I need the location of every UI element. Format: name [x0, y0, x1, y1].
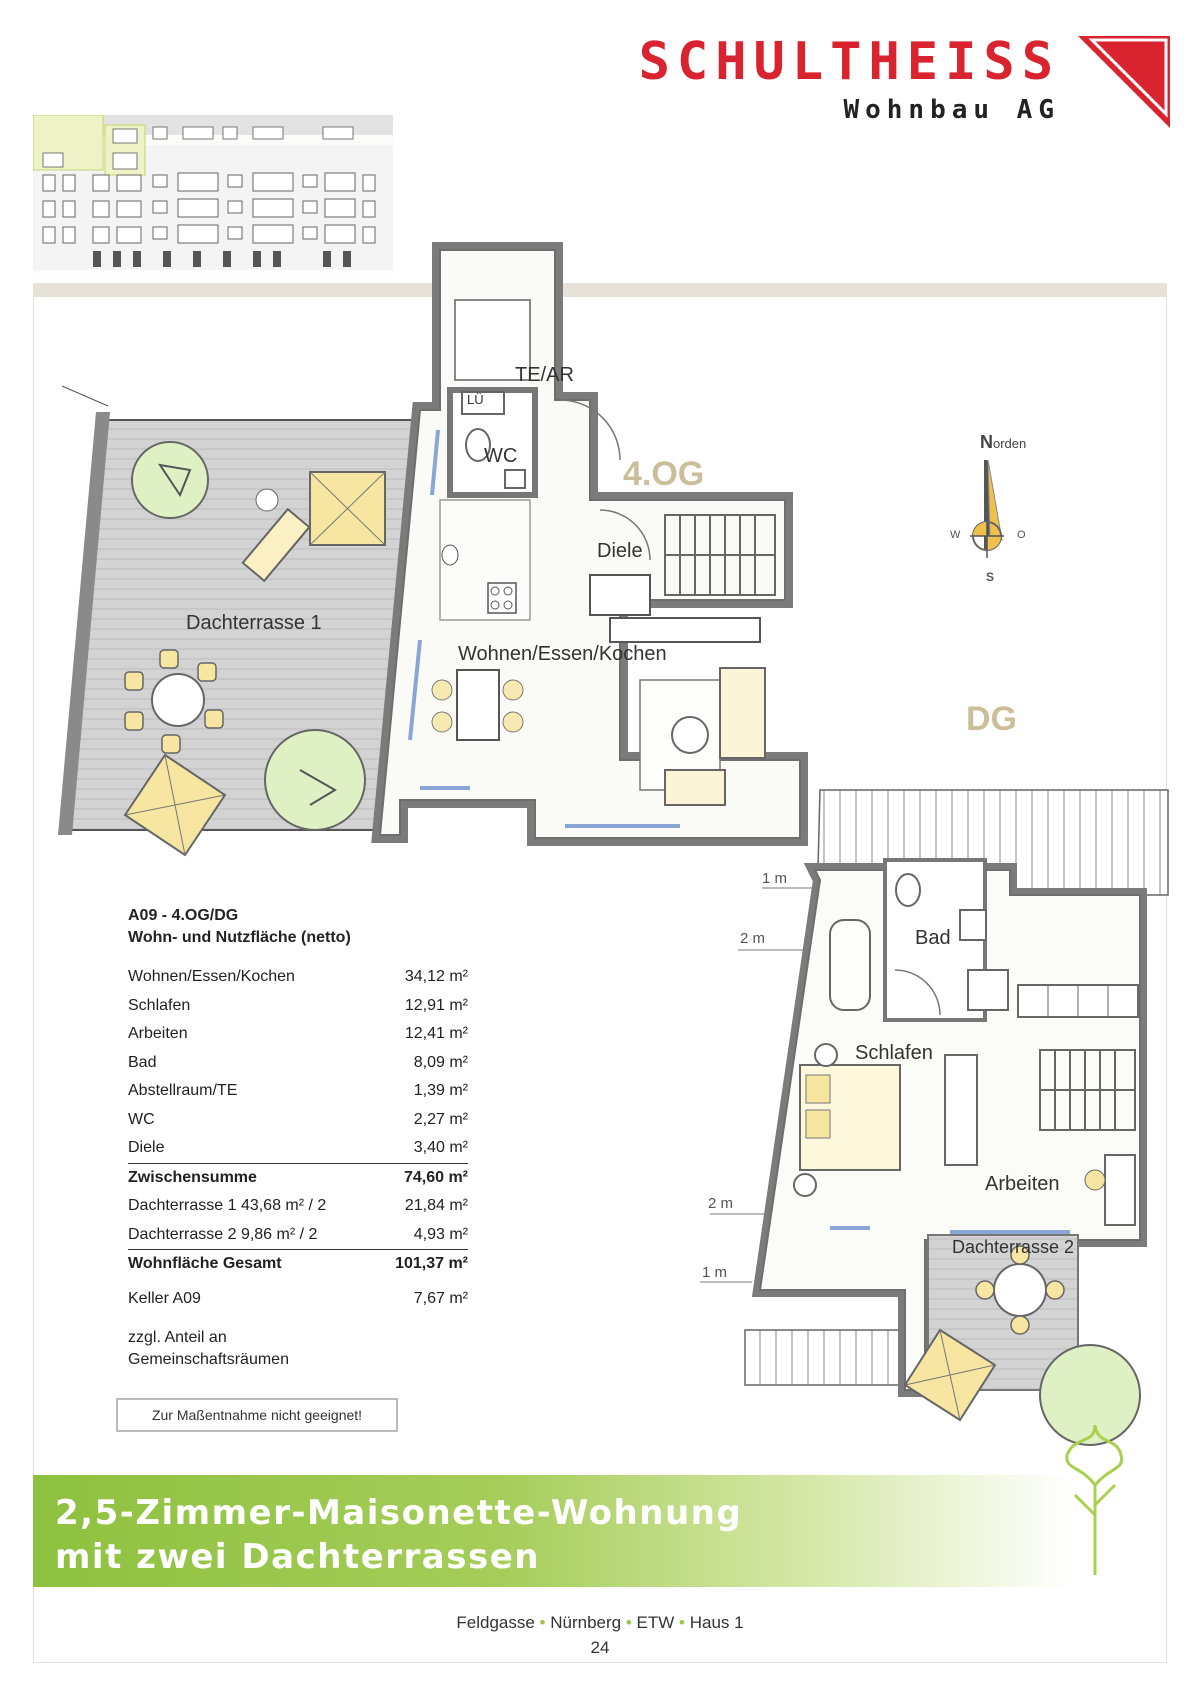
room-label-arbeiten: Arbeiten: [985, 1173, 1060, 1195]
room-label-lue: LÜ: [467, 392, 484, 407]
page-number: 24: [590, 1638, 610, 1657]
footer-house: Haus 1: [689, 1613, 744, 1632]
table-row: Arbeiten 12,41 m²: [128, 1020, 468, 1049]
compass-south-label: S: [986, 570, 995, 584]
footer-separator: •: [679, 1613, 685, 1632]
compass-north-rest: orden: [993, 436, 1027, 451]
dimension-label: 1 m: [702, 1264, 728, 1281]
compass-west-label: W: [950, 529, 961, 541]
row-label: Schlafen: [128, 996, 191, 1014]
total-row: Wohnfläche Gesamt 101,37 m²: [128, 1249, 468, 1279]
subtotal-row: Zwischensumme 74,60 m²: [128, 1162, 468, 1193]
table-title-area: Wohn- und Nutzfläche (netto): [128, 929, 351, 946]
row-label: Abstellraum/TE: [128, 1082, 238, 1100]
table-row: WC 2,27 m²: [128, 1106, 468, 1135]
footer-separator: •: [625, 1613, 632, 1632]
tree-decoration-icon: [1065, 1425, 1124, 1575]
row-value: 2,27 m²: [413, 1110, 468, 1128]
row-value: 8,09 m²: [413, 1053, 468, 1071]
area-table: A09 - 4.OG/DG Wohn- und Nutzfläche (nett…: [128, 905, 468, 1371]
banner-line: mit zwei Dachterrassen: [55, 1537, 540, 1577]
room-label-diele: Diele: [597, 540, 643, 562]
row-value: 34,12 m²: [404, 968, 468, 986]
table-row: Wohnen/Essen/Kochen 34,12 m²: [128, 963, 468, 992]
row-value: 12,41 m²: [404, 1025, 468, 1043]
row-value: 12,91 m²: [404, 996, 468, 1014]
compass-north-initial: N: [980, 432, 993, 452]
top-divider-bar: [33, 283, 1167, 297]
table-row: Abstellraum/TE 1,39 m²: [128, 1077, 468, 1106]
row-value: 74,60 m²: [403, 1168, 468, 1186]
cellar-row: Keller A09 7,67 m²: [128, 1285, 468, 1314]
row-label: Wohnen/Essen/Kochen: [128, 968, 295, 986]
row-value: 21,84 m²: [404, 1197, 468, 1215]
room-label-dachterrasse-2: Dachterrasse 2: [952, 1237, 1075, 1257]
table-title-unit: A09 - 4.OG/DG: [128, 907, 239, 924]
footer-street: Feldgasse: [456, 1613, 535, 1632]
room-label-wohnen-essen-kochen: Wohnen/Essen/Kochen: [458, 643, 667, 665]
row-value: 101,37 m²: [395, 1255, 468, 1273]
dimension-label: 1 m: [762, 870, 788, 887]
room-label-wc: WC: [484, 445, 518, 467]
title-banner: 2,5-Zimmer-Maisonette-Wohnung mit zwei D…: [33, 1475, 1073, 1587]
row-value: 4,93 m²: [413, 1225, 468, 1243]
table-row: Dachterrasse 2 9,86 m² / 2 4,93 m²: [128, 1221, 468, 1250]
compass-north-label: Norden: [980, 432, 1026, 453]
room-label-dachterrasse-1: Dachterrasse 1: [186, 612, 322, 634]
row-label: Dachterrasse 2 9,86 m² / 2: [128, 1225, 318, 1243]
footer-location: Feldgasse • Nürnberg • ETW • Haus 1: [0, 1613, 1200, 1633]
level-label-4og: 4.OG: [623, 455, 705, 493]
dimension-label: 2 m: [708, 1195, 734, 1212]
dimension-label: 2 m: [740, 930, 766, 947]
room-label-schlafen: Schlafen: [855, 1042, 933, 1064]
row-label: WC: [128, 1110, 155, 1128]
measurement-disclaimer: Zur Maßentnahme nicht geeignet!: [116, 1398, 398, 1432]
table-row: Schlafen 12,91 m²: [128, 992, 468, 1021]
level-label-dg: DG: [966, 700, 1017, 738]
compass-east-label: O: [1017, 529, 1026, 541]
row-value: 3,40 m²: [413, 1139, 468, 1157]
row-value: 7,67 m²: [413, 1289, 468, 1307]
note-line: zzgl. Anteil an: [128, 1329, 227, 1346]
table-row: Dachterrasse 1 43,68 m² / 2 21,84 m²: [128, 1192, 468, 1221]
table-row: Bad 8,09 m²: [128, 1049, 468, 1078]
logo-triangle-icon: [1078, 36, 1170, 128]
footer-type: ETW: [636, 1613, 675, 1632]
row-label: Arbeiten: [128, 1025, 188, 1043]
row-label: Dachterrasse 1 43,68 m² / 2: [128, 1197, 327, 1215]
banner-line: 2,5-Zimmer-Maisonette-Wohnung: [55, 1493, 743, 1533]
note-line: Gemeinschaftsräumen: [128, 1351, 289, 1368]
logo-name: SCHULTHEISS: [638, 32, 1060, 92]
row-value: 1,39 m²: [413, 1082, 468, 1100]
banner-title: 2,5-Zimmer-Maisonette-Wohnung mit zwei D…: [55, 1491, 742, 1579]
logo-subtitle: Wohnbau AG: [843, 95, 1060, 125]
room-label-bad: Bad: [915, 927, 951, 949]
building-elevation-thumbnail: [33, 115, 393, 273]
footer-separator: •: [539, 1613, 546, 1632]
room-label-te-ar: TE/AR: [515, 364, 574, 386]
compass-icon: [970, 459, 1004, 558]
footer-city: Nürnberg: [550, 1613, 622, 1632]
row-label: Diele: [128, 1139, 165, 1157]
common-areas-note: zzgl. Anteil an Gemeinschaftsräumen: [128, 1327, 468, 1371]
company-logo: SCHULTHEISS Wohnbau AG: [610, 32, 1170, 132]
row-label: Keller A09: [128, 1289, 201, 1307]
row-label: Wohnfläche Gesamt: [128, 1255, 282, 1273]
row-label: Bad: [128, 1053, 157, 1071]
row-label: Zwischensumme: [128, 1168, 257, 1186]
table-row: Diele 3,40 m²: [128, 1134, 468, 1163]
